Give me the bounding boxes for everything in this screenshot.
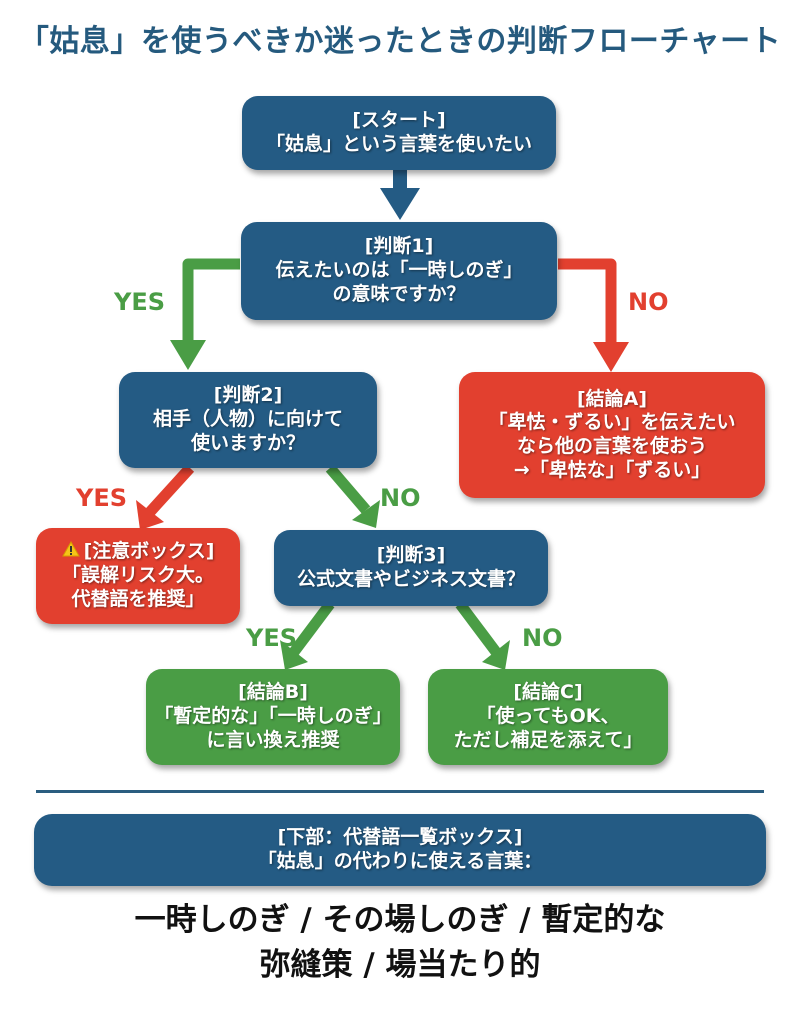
edge-label-judge3-no: NO [522,624,563,652]
caution-node-tag: [注意ボックス] [83,540,215,563]
judge1-node: [判断1] 伝えたいのは「一時しのぎ」 の意味ですか？ [241,222,557,320]
alternative-words-line-1: 一時しのぎ / その場しのぎ / 暫定的な [134,902,666,938]
edge-label-judge3-yes: YES [246,624,298,652]
conclusion-a-text-3: →「卑怯な」「ずるい」 [513,458,711,481]
arrow-judge3-no [455,600,510,670]
conclusion-c-tag: [結論C] [513,681,583,704]
edge-label-judge1-no: NO [628,288,669,316]
alternative-words: 一時しのぎ / その場しのぎ / 暫定的な 弥縫策 / 場当たり的 [0,898,800,988]
edge-label-judge1-yes: YES [114,288,166,316]
caution-node-text-1: 「誤解リスク大。 [61,564,214,587]
judge2-node-text-2: 使いますか？ [190,431,305,454]
judge2-node-tag: [判断2] [213,384,283,407]
alternatives-box: [下部：代替語一覧ボックス] 「姑息」の代わりに使える言葉： [34,814,766,886]
conclusion-a-tag: [結論A] [576,387,648,410]
arrow-judge2-no [325,464,380,528]
conclusion-c-node: [結論C] 「使ってもOK、 ただし補足を添えて」 [428,669,668,765]
start-node: [スタート] 「姑息」という言葉を使いたい [242,96,556,170]
arrow-judge1-no [558,258,629,372]
conclusion-a-text-1: 「卑怯・ずるい」を伝えたい [488,411,736,434]
judge3-node-tag: [判断3] [376,544,446,567]
caution-node-tag-row: [注意ボックス] [61,540,215,564]
edge-label-judge2-yes: YES [76,484,128,512]
conclusion-a-node: [結論A] 「卑怯・ずるい」を伝えたい なら他の言葉を使おう →「卑怯な」「ずる… [459,372,765,498]
arrow-judge3-yes [280,600,335,670]
start-node-tag: [スタート] [352,109,446,132]
conclusion-c-text-2: ただし補足を添えて」 [453,728,643,751]
caution-node-text-2: 代替語を推奨」 [71,587,205,610]
judge1-node-tag: [判断1] [364,235,434,258]
start-node-text: 「姑息」という言葉を使いたい [265,133,532,155]
arrow-judge2-yes [136,464,195,530]
judge1-node-text-2: の意味ですか？ [332,282,466,305]
caution-node: [注意ボックス] 「誤解リスク大。 代替語を推奨」 [36,528,240,624]
judge2-node-text-1: 相手（人物）に向けて [152,408,343,431]
judge3-node-text: 公式文書やビジネス文書？ [296,568,525,590]
conclusion-b-node: [結論B] 「暫定的な」「一時しのぎ」 に言い換え推奨 [146,669,400,765]
judge1-node-text-1: 伝えたいのは「一時しのぎ」 [275,259,523,282]
judge3-node: [判断3] 公式文書やビジネス文書？ [274,530,548,606]
arrow-start-to-judge1 [380,168,420,220]
section-divider [36,790,764,793]
page-title: 「姑息」を使うべきか迷ったときの判断フローチャート [18,24,782,59]
conclusion-c-text-1: 「使ってもOK、 [476,705,620,728]
conclusion-b-text-1: 「暫定的な」「一時しのぎ」 [154,705,392,728]
judge2-node: [判断2] 相手（人物）に向けて 使いますか？ [119,372,377,468]
arrow-judge1-yes [170,258,240,370]
alternatives-box-text: 「姑息」の代わりに使える言葉： [257,850,543,872]
conclusion-a-text-2: なら他の言葉を使おう [516,435,707,457]
warning-icon [61,540,80,564]
alternative-words-line-2: 弥縫策 / 場当たり的 [259,946,541,983]
edge-label-judge2-no: NO [380,484,421,512]
conclusion-b-text-2: に言い換え推奨 [206,728,340,751]
conclusion-b-tag: [結論B] [238,681,308,704]
alternatives-box-tag: [下部：代替語一覧ボックス] [277,826,523,849]
